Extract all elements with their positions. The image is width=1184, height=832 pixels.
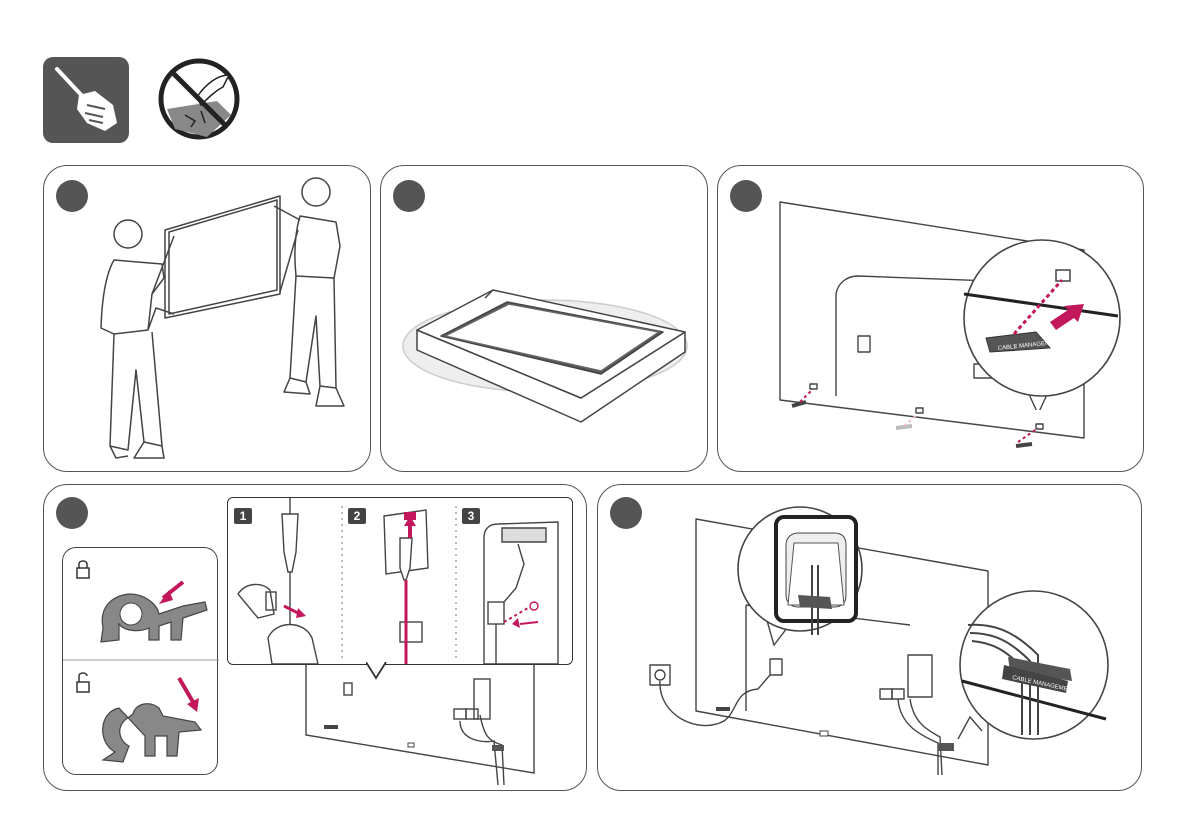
tv-back-holders-illustration: CABLE MANAGEMENT xyxy=(718,166,1145,473)
screwdriver-tool-icon xyxy=(43,57,129,143)
no-scratching-sharp-object-icon xyxy=(157,57,241,141)
power-cord-substeps: 1 2 3 xyxy=(227,497,573,665)
step-badge xyxy=(56,497,88,529)
tv-back-cable-routing-illustration: CABLE MANAGEMENT xyxy=(598,485,1143,792)
two-people-lifting-tv-illustration xyxy=(44,166,372,473)
step-panel-route-cables: CABLE MANAGEMENT xyxy=(597,484,1142,791)
step-panel-lay-on-cushion xyxy=(380,165,708,472)
substep-number: 3 xyxy=(462,508,480,524)
lock-icon xyxy=(77,561,89,578)
step-panel-attach-holders: CABLE MANAGEMENT xyxy=(717,165,1144,472)
cord-steps-illustration xyxy=(228,498,572,664)
unlock-icon xyxy=(77,673,89,692)
clamp-lock-unlock-inset xyxy=(62,547,218,775)
substep-number: 1 xyxy=(234,508,252,524)
substep-number: 2 xyxy=(348,508,366,524)
step-panel-secure-power-cord: 1 2 3 xyxy=(43,484,587,791)
tv-on-cushion-illustration xyxy=(381,166,709,473)
step-panel-lift-tv xyxy=(43,165,371,472)
